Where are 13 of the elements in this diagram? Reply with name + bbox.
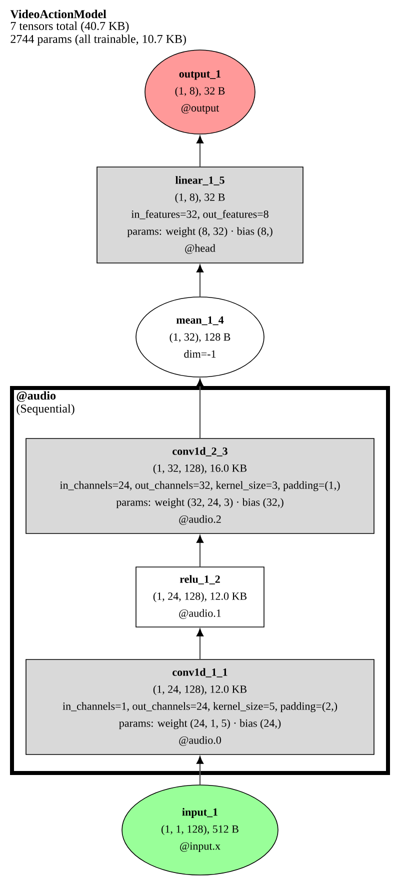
title: VideoActionModel	[10, 10, 106, 18]
arrow	[196, 136, 204, 167]
layer-box: conv1d_2_3 (1, 32, 128), 16.0 KB in_channels=24, out_channels=32, kernel_size=3, padding=(1,) params: weight (32, 24, 3) · bias (32,) @audio.2	[26, 438, 374, 534]
arrow	[196, 535, 204, 567]
arrow	[196, 378, 204, 438]
summary-text: 7 tensors total (40.7 KB)	[10, 22, 129, 32]
layer-box: conv1d_1_1 (1, 24, 128), 12.0 KB in_channels=1, out_channels=24, kernel_size=5, padding=(2,) params: weight (24, 1, 5) · bias (24,) @audio.0	[26, 659, 374, 755]
layer-box: relu_1_2 (1, 24, 128), 12.0 KB @audio.1	[136, 566, 264, 628]
arrow	[196, 264, 204, 297]
summary-text: 2744 params (all trainable, 10.7 KB)	[10, 34, 186, 46]
layer-box: linear_1_5 (1, 8), 32 B in_features=32, out_features=8 params: weight (8, 32) · bias (8,) @head	[96, 166, 304, 264]
arrow	[196, 756, 204, 785]
arrow	[196, 628, 204, 660]
